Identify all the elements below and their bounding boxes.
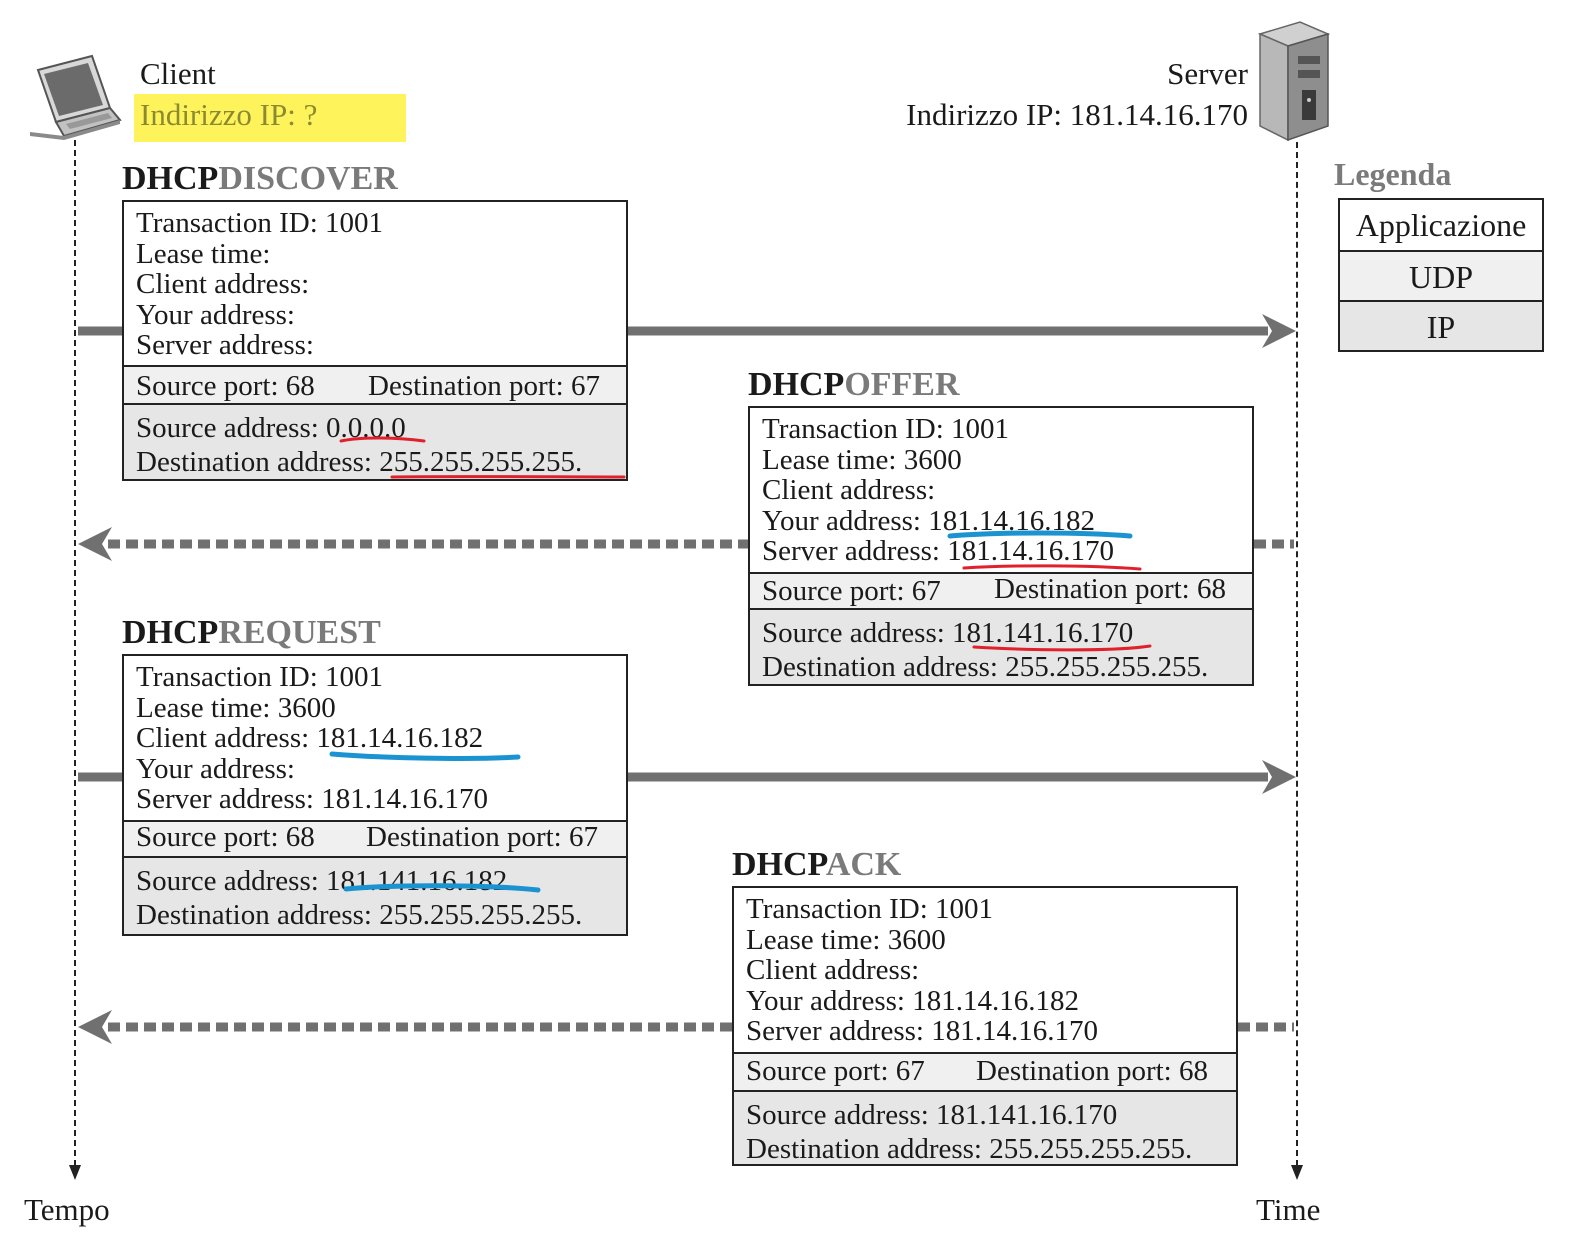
legend-layer-application: Applicazione <box>1355 207 1527 243</box>
ack-server-address: Server address: 181.14.16.170 <box>746 1015 1098 1047</box>
offer-source-port: Source port: 67 <box>762 575 941 607</box>
legend-layer-udp: UDP <box>1340 250 1542 300</box>
request-title: DHCPREQUEST <box>122 614 381 651</box>
offer-app-layer: Transaction ID: 1001 Lease time: 3600 Cl… <box>750 408 1252 572</box>
client-label: Client <box>140 56 216 91</box>
discover-server-address: Server address: <box>136 329 314 361</box>
offer-ip-layer: Source address: 181.141.16.170 Destinati… <box>750 608 1252 684</box>
server-timeline <box>1296 142 1298 1166</box>
server-time-arrowhead <box>1291 1165 1303 1180</box>
request-source-address: Source address: 181.141.16.182 <box>136 865 508 897</box>
discover-client-address: Client address: <box>136 268 310 300</box>
client-ip-label: Indirizzo IP: ? <box>140 97 318 132</box>
ack-destination-port: Destination port: 68 <box>976 1055 1208 1087</box>
offer-udp-layer: Source port: 67 Destination port: 68 <box>750 572 1252 608</box>
request-destination-address: Destination address: 255.255.255.255. <box>136 899 583 931</box>
laptop-icon <box>30 54 122 140</box>
discover-packet: Transaction ID: 1001 Lease time: Client … <box>122 200 628 481</box>
offer-title: DHCPOFFER <box>748 366 960 403</box>
request-source-port: Source port: 68 <box>136 821 315 853</box>
ack-your-address: Your address: 181.14.16.182 <box>746 984 1079 1017</box>
offer-destination-address: Destination address: 255.255.255.255. <box>762 651 1209 683</box>
request-destination-port: Destination port: 67 <box>366 821 598 853</box>
request-lease-time: Lease time: 3600 <box>136 691 336 724</box>
ack-packet: Transaction ID: 1001 Lease time: 3600 Cl… <box>732 886 1238 1166</box>
offer-client-address: Client address: <box>762 474 936 506</box>
discover-app-layer: Transaction ID: 1001 Lease time: Client … <box>124 202 626 365</box>
offer-destination-port: Destination port: 68 <box>994 573 1226 605</box>
time-axis-label-right: Time <box>1256 1192 1321 1227</box>
ack-ip-layer: Source address: 181.141.16.170 Destinati… <box>734 1090 1236 1165</box>
ack-destination-address: Destination address: 255.255.255.255. <box>746 1133 1193 1165</box>
offer-your-address: Your address: 181.14.16.182 <box>762 504 1095 537</box>
request-client-address: Client address: 181.14.16.182 <box>136 722 484 754</box>
offer-lease-time: Lease time: 3600 <box>762 443 962 476</box>
server-label: Server <box>1167 56 1248 91</box>
ack-app-layer: Transaction ID: 1001 Lease time: 3600 Cl… <box>734 888 1236 1052</box>
ack-title: DHCPACK <box>732 846 902 883</box>
client-ip-highlight <box>134 94 406 142</box>
request-server-address: Server address: 181.14.16.170 <box>136 783 488 815</box>
offer-source-address: Source address: 181.141.16.170 <box>762 617 1134 649</box>
discover-title: DHCPDISCOVER <box>122 160 398 197</box>
discover-transaction-id: Transaction ID: 1001 <box>136 207 384 239</box>
ack-arrowhead <box>78 1010 112 1044</box>
legend-box: Applicazione UDP IP <box>1338 198 1544 352</box>
offer-arrowhead <box>78 527 112 561</box>
request-ip-layer: Source address: 181.141.16.182 Destinati… <box>124 856 626 934</box>
request-udp-layer: Source port: 68 Destination port: 67 <box>124 820 626 856</box>
discover-lease-time: Lease time: <box>136 237 271 270</box>
time-axis-label-left: Tempo <box>24 1192 110 1227</box>
ack-source-port: Source port: 67 <box>746 1055 925 1087</box>
ack-udp-layer: Source port: 67 Destination port: 68 <box>734 1052 1236 1090</box>
server-tower-icon <box>1257 21 1331 142</box>
offer-server-address: Server address: 181.14.16.170 <box>762 535 1114 567</box>
request-packet: Transaction ID: 1001 Lease time: 3600 Cl… <box>122 654 628 936</box>
request-app-layer: Transaction ID: 1001 Lease time: 3600 Cl… <box>124 656 626 820</box>
offer-transaction-id: Transaction ID: 1001 <box>762 413 1010 445</box>
discover-destination-address: Destination address: 255.255.255.255. <box>136 446 583 478</box>
client-time-arrowhead <box>69 1165 81 1180</box>
discover-source-address: Source address: 0.0.0.0 <box>136 412 406 444</box>
server-ip-label: Indirizzo IP: 181.14.16.170 <box>906 97 1248 132</box>
discover-ip-layer: Source address: 0.0.0.0 Destination addr… <box>124 403 626 479</box>
discover-source-port: Source port: 68 <box>136 370 315 402</box>
request-arrowhead <box>1262 760 1296 794</box>
legend-title: Legenda <box>1334 156 1452 192</box>
discover-destination-port: Destination port: 67 <box>368 370 600 402</box>
discover-udp-layer: Source port: 68 Destination port: 67 <box>124 365 626 403</box>
ack-client-address: Client address: <box>746 954 920 986</box>
client-timeline <box>74 140 76 1166</box>
ack-source-address: Source address: 181.141.16.170 <box>746 1099 1118 1131</box>
discover-your-address: Your address: <box>136 298 295 331</box>
request-transaction-id: Transaction ID: 1001 <box>136 661 384 693</box>
offer-packet: Transaction ID: 1001 Lease time: 3600 Cl… <box>748 406 1254 686</box>
discover-arrowhead <box>1262 314 1296 348</box>
ack-lease-time: Lease time: 3600 <box>746 923 946 956</box>
legend-layer-ip: IP <box>1340 300 1542 350</box>
ack-transaction-id: Transaction ID: 1001 <box>746 893 994 925</box>
request-your-address: Your address: <box>136 752 295 785</box>
